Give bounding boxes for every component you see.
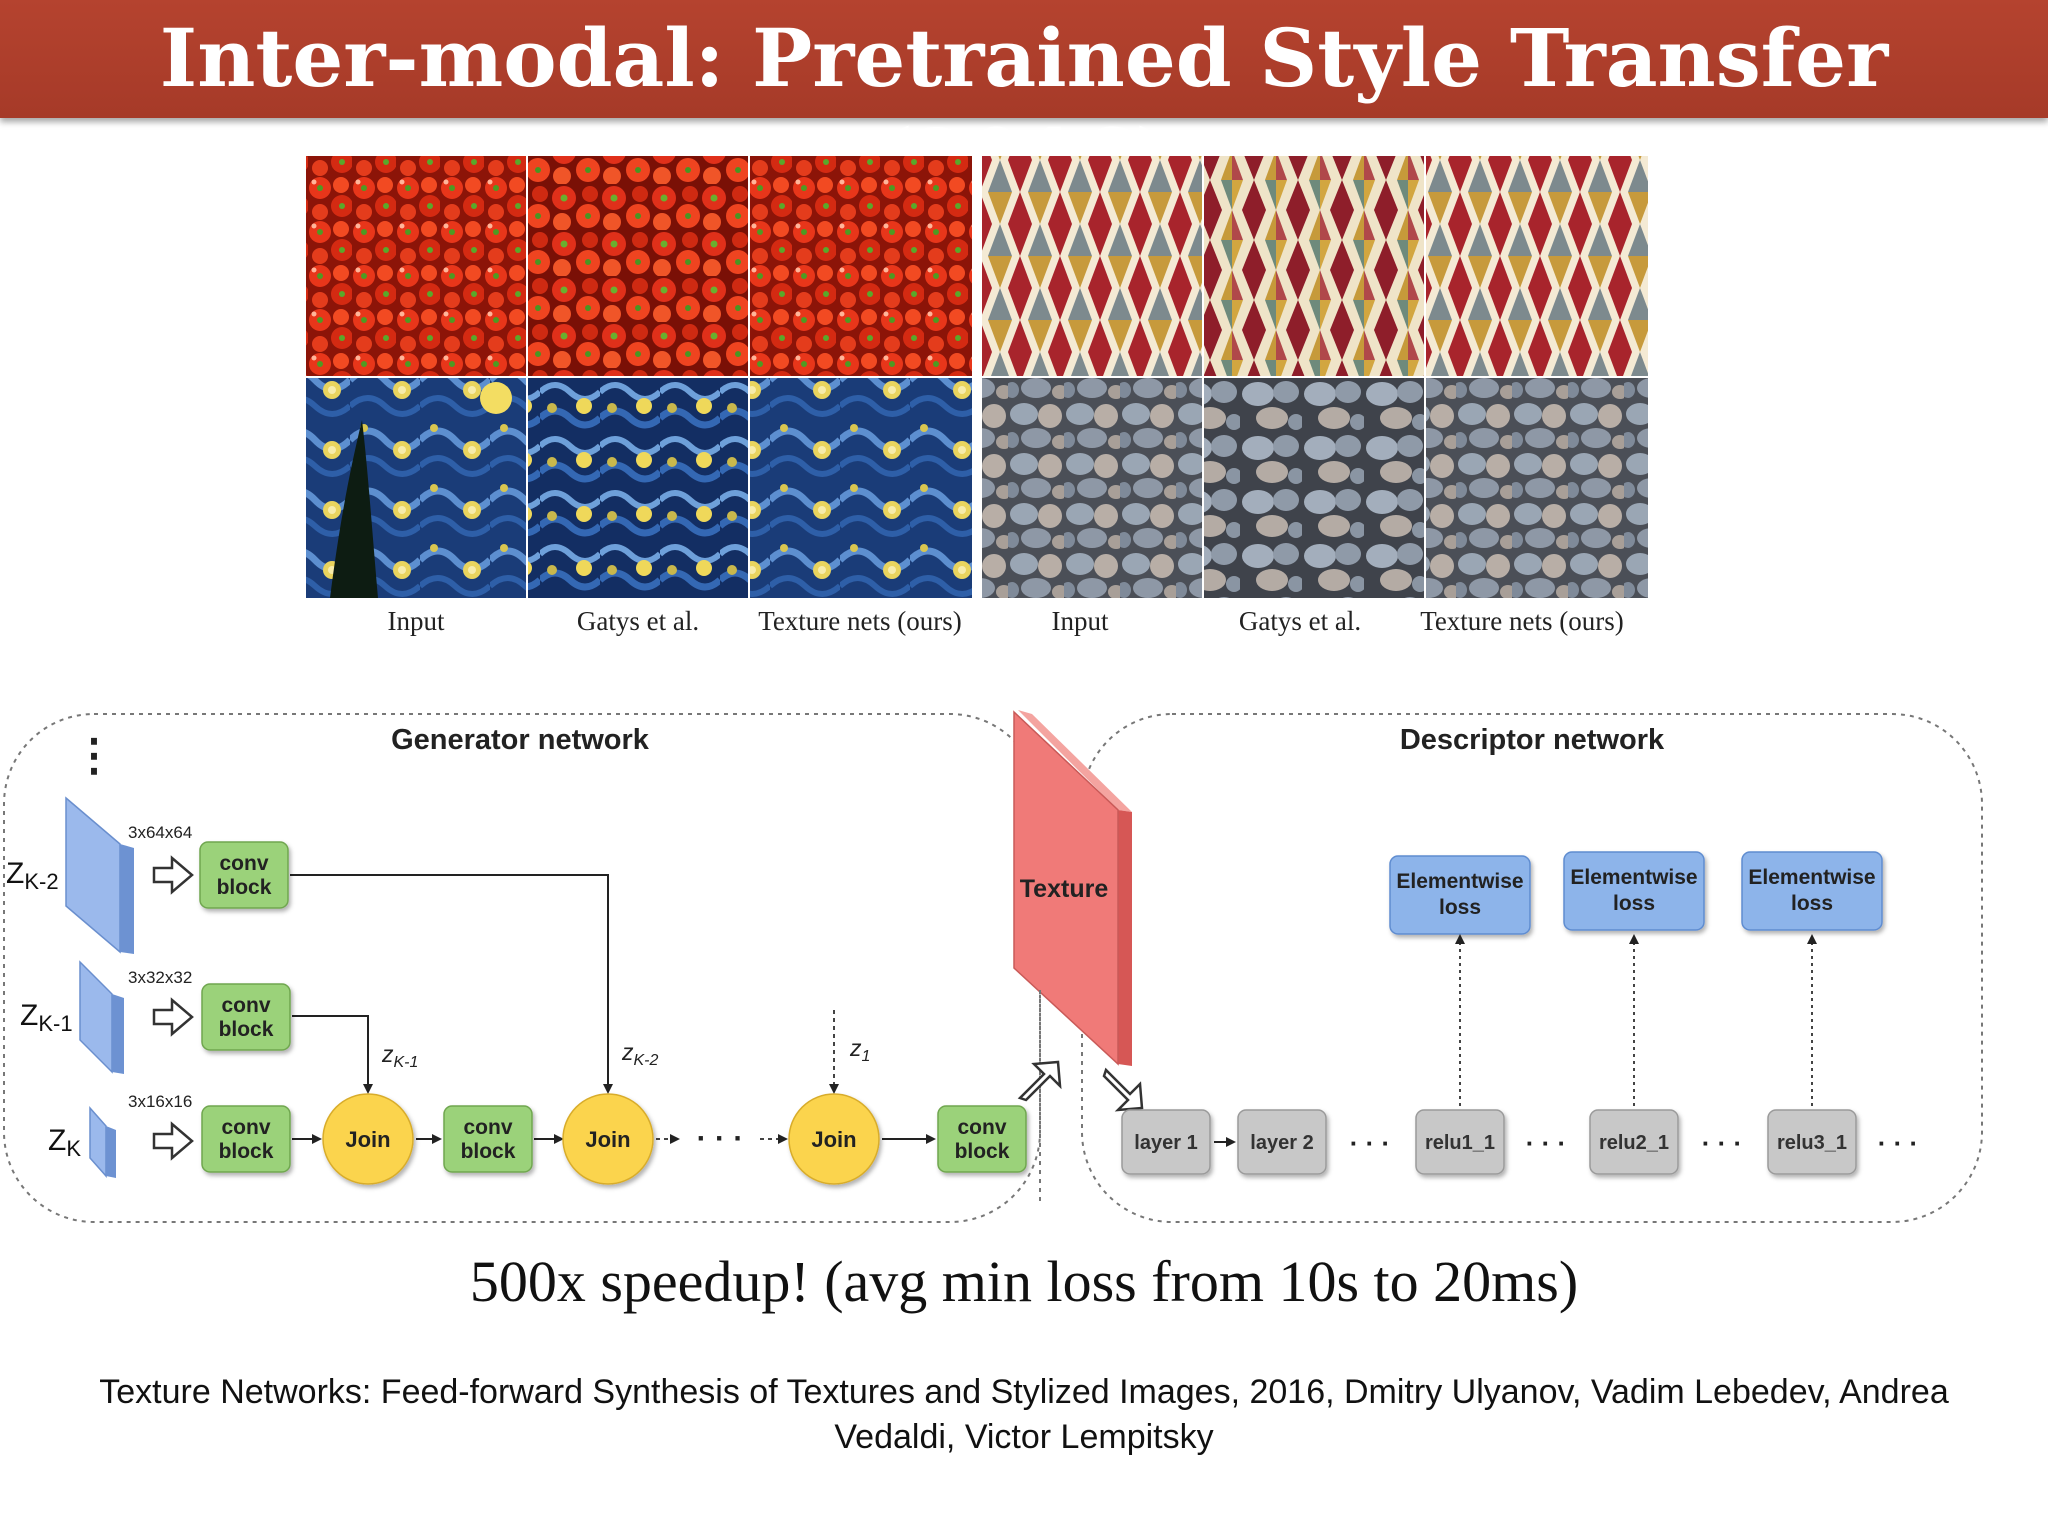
conv-label: conv	[221, 1116, 270, 1139]
loss-label-line-2: loss	[1791, 892, 1833, 915]
z-tensor-k-2	[66, 798, 134, 954]
descriptor-ellipsis-2: · · ·	[1526, 1128, 1566, 1158]
block-label: block	[219, 1140, 274, 1163]
layer-label: layer 2	[1250, 1132, 1313, 1154]
paper-citation: Texture Networks: Feed-forward Synthesis…	[40, 1370, 2008, 1460]
input-arrow-icon	[1104, 1070, 1142, 1110]
layer-box-relu1_1: relu1_1	[1416, 1110, 1504, 1174]
texture-label: Texture	[1020, 875, 1109, 903]
join-label: Join	[345, 1127, 390, 1152]
z-label-k-2: ZK-2	[6, 857, 59, 894]
z-label-k-2-join: zK-2	[621, 1039, 659, 1069]
hollow-arrow-icon	[154, 1124, 192, 1158]
size-label-64: 3x64x64	[128, 823, 192, 842]
vertical-ellipsis: ⋮	[72, 731, 116, 780]
layer-label: layer 1	[1134, 1132, 1197, 1154]
join-label: Join	[811, 1127, 856, 1152]
loss-label-line-2: loss	[1613, 892, 1655, 915]
z-label-k-1-join: zK-1	[381, 1041, 418, 1071]
connector-zk2	[290, 875, 608, 1092]
block-label: block	[461, 1140, 516, 1163]
descriptor-ellipsis-3: · · ·	[1702, 1128, 1742, 1158]
elementwise-loss-box-1: Elementwise loss	[1390, 856, 1530, 934]
hollow-arrow-icon	[154, 858, 192, 892]
block-label: block	[219, 1018, 274, 1041]
layer-box-layer-1: layer 1	[1122, 1110, 1210, 1174]
descriptor-title: Descriptor network	[1400, 724, 1665, 756]
size-label-32: 3x32x32	[128, 968, 192, 987]
block-label: block	[955, 1140, 1010, 1163]
connector-zk1	[292, 1016, 368, 1092]
elementwise-loss-box-3: Elementwise loss	[1742, 852, 1882, 930]
z-label-k: ZK	[48, 1124, 81, 1161]
loss-label-line-1: Elementwise	[1396, 870, 1523, 893]
z-tensor-k-1	[80, 962, 124, 1074]
hollow-arrow-icon	[154, 1000, 192, 1034]
z-tensor-k	[90, 1108, 116, 1178]
z-label-k-1: ZK-1	[20, 999, 73, 1036]
loss-label-line-2: loss	[1439, 896, 1481, 919]
layer-box-relu2_1: relu2_1	[1590, 1110, 1678, 1174]
conv-label: conv	[219, 852, 268, 875]
descriptor-ellipsis-1: · · ·	[1350, 1128, 1390, 1158]
elementwise-loss-box-2: Elementwise loss	[1564, 852, 1704, 930]
layer-label: relu2_1	[1599, 1132, 1669, 1154]
layer-label: relu3_1	[1777, 1132, 1847, 1154]
block-label: block	[217, 876, 272, 899]
loss-label-line-1: Elementwise	[1570, 866, 1697, 889]
join-node-3: Join	[789, 1094, 879, 1184]
layer-box-relu3_1: relu3_1	[1768, 1110, 1856, 1174]
join-node-2: Join	[563, 1094, 653, 1184]
layer-label: relu1_1	[1425, 1132, 1495, 1154]
size-label-16: 3x16x16	[128, 1092, 192, 1111]
layer-box-layer-2: layer 2	[1238, 1110, 1326, 1174]
horizontal-ellipsis: · · ·	[697, 1122, 744, 1155]
generator-title: Generator network	[391, 724, 650, 756]
join-node-1: Join	[323, 1094, 413, 1184]
join-label: Join	[585, 1127, 630, 1152]
conv-label: conv	[463, 1116, 512, 1139]
speedup-caption: 500x speedup! (avg min loss from 10s to …	[0, 1248, 2048, 1315]
z-label-1-join: z1	[849, 1035, 870, 1065]
loss-label-line-1: Elementwise	[1748, 866, 1875, 889]
conv-label: conv	[957, 1116, 1006, 1139]
conv-label: conv	[221, 994, 270, 1017]
descriptor-ellipsis-4: · · ·	[1878, 1128, 1918, 1158]
